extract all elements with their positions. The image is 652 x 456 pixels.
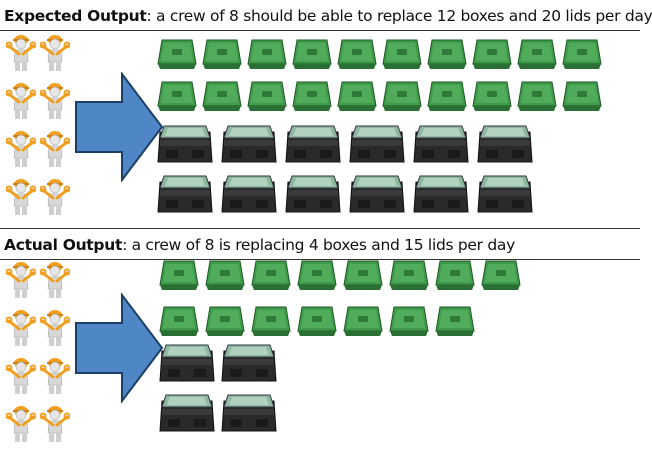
actual-label: Actual Output [4,236,123,254]
meter-box-icon [476,172,534,218]
expected-text: : a crew of 8 should be able to replace … [146,7,652,25]
actual-heading-rule [0,259,640,260]
worker-with-wrench-icon [40,80,70,120]
green-lid-icon [342,257,384,293]
green-lid-icon [342,303,384,339]
green-lid-icon [296,303,338,339]
worker-with-wrench-icon [40,355,70,395]
worker-with-wrench-icon [6,259,36,299]
worker-with-wrench-icon [6,355,36,395]
green-lid-icon [204,257,246,293]
green-lid-icon [388,257,430,293]
green-lid-icon [561,78,603,114]
green-lid-icon [388,303,430,339]
meter-box-icon [220,122,278,168]
meter-box-icon [476,122,534,168]
meter-box-icon [412,172,470,218]
worker-with-wrench-icon [40,32,70,72]
green-lid-icon [336,36,378,72]
meter-box-icon [158,391,216,437]
worker-with-wrench-icon [6,80,36,120]
green-lid-icon [434,303,476,339]
green-lid-icon [204,303,246,339]
worker-with-wrench-icon [40,176,70,216]
worker-with-wrench-icon [6,32,36,72]
green-lid-icon [426,78,468,114]
green-lid-icon [291,36,333,72]
green-lid-icon [516,36,558,72]
green-lid-icon [201,78,243,114]
meter-box-icon [220,391,278,437]
worker-with-wrench-icon [6,403,36,443]
meter-box-icon [220,341,278,387]
meter-box-icon [348,172,406,218]
green-lid-icon [250,303,292,339]
section-divider [0,228,640,229]
green-lid-icon [158,303,200,339]
green-lid-icon [250,257,292,293]
meter-box-icon [284,122,342,168]
green-lid-icon [561,36,603,72]
green-lid-icon [291,78,333,114]
expected-heading-rule [0,30,640,31]
green-lid-icon [516,78,558,114]
green-lid-icon [246,78,288,114]
green-lid-icon [156,78,198,114]
expected-label: Expected Output [4,7,147,25]
meter-box-icon [156,172,214,218]
right-arrow-icon [74,72,164,182]
green-lid-icon [296,257,338,293]
meter-box-icon [220,172,278,218]
green-lid-icon [480,257,522,293]
green-lid-icon [426,36,468,72]
actual-text: : a crew of 8 is replacing 4 boxes and 1… [122,236,515,254]
meter-box-icon [412,122,470,168]
green-lid-icon [158,257,200,293]
worker-with-wrench-icon [40,307,70,347]
green-lid-icon [336,78,378,114]
actual-output-section: Actual Output: a crew of 8 is replacing … [0,229,640,456]
green-lid-icon [156,36,198,72]
worker-with-wrench-icon [40,403,70,443]
green-lid-icon [471,36,513,72]
worker-with-wrench-icon [6,176,36,216]
expected-heading: Expected Output: a crew of 8 should be a… [4,6,652,26]
green-lid-icon [246,36,288,72]
meter-box-icon [284,172,342,218]
meter-box-icon [158,341,216,387]
meter-box-icon [156,122,214,168]
right-arrow-icon [74,293,164,403]
worker-with-wrench-icon [40,128,70,168]
worker-with-wrench-icon [6,128,36,168]
green-lid-icon [201,36,243,72]
expected-output-section: Expected Output: a crew of 8 should be a… [0,0,652,228]
actual-heading: Actual Output: a crew of 8 is replacing … [4,235,636,255]
worker-with-wrench-icon [40,259,70,299]
green-lid-icon [381,78,423,114]
green-lid-icon [381,36,423,72]
green-lid-icon [471,78,513,114]
green-lid-icon [434,257,476,293]
meter-box-icon [348,122,406,168]
worker-with-wrench-icon [6,307,36,347]
